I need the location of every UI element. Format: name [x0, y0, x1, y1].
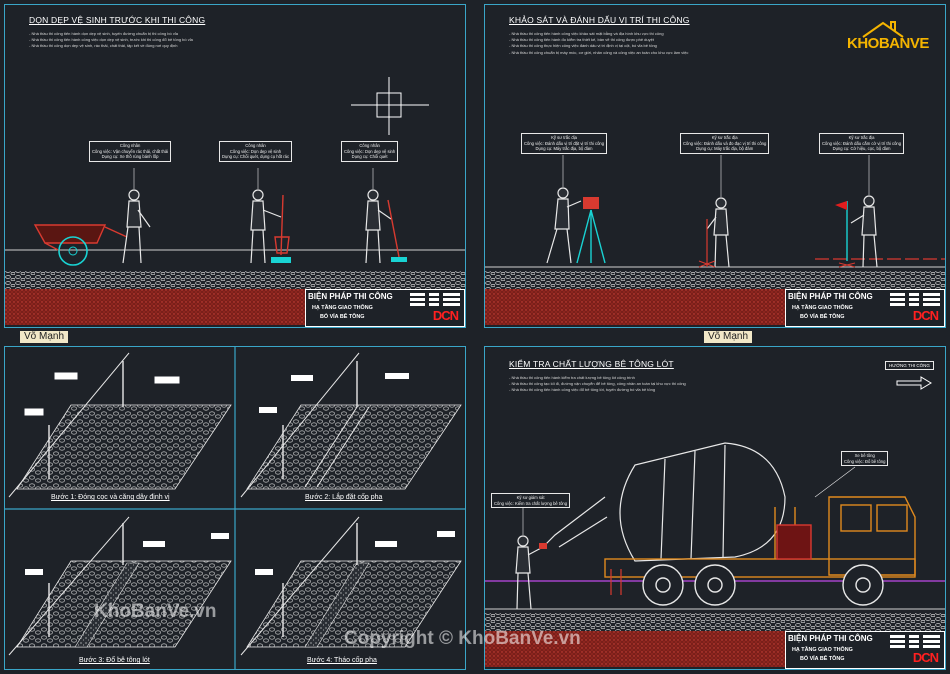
panel-title: DỌN DẸP VỆ SINH TRƯỚC KHI THI CÔNG: [29, 15, 206, 25]
road-layer: [485, 631, 785, 667]
step-2-drawing: [240, 352, 462, 498]
copyright-watermark: Copyright © KhoBanVe.vn: [344, 628, 581, 649]
cleaning-scene: [5, 77, 465, 325]
worker-callout: Công nhân Công việc: Dọn dẹp vệ sinh Dụn…: [341, 141, 399, 162]
supervisor-worker: [515, 535, 544, 610]
broom-tool-2: [387, 199, 400, 258]
broom-tool: [274, 194, 290, 256]
flag-icon: [835, 201, 847, 210]
surveyor-callout: Kỹ sư trắc địa Công việc: Đánh dấu cắm c…: [819, 133, 905, 154]
quality-scene: [485, 376, 945, 667]
gravel-layer: [5, 271, 465, 289]
step-3-label: Bước 3: Đổ bê tông lót: [79, 657, 150, 664]
step-4-drawing: [240, 516, 462, 656]
steps-scene: [5, 347, 465, 669]
road-layer: [485, 289, 785, 325]
tripod: [576, 209, 606, 264]
road-layer: [5, 289, 305, 325]
panel-quality-check: KIỂM TRA CHẤT LƯỢNG BÊ TÔNG LÓT Nhà thầu…: [484, 346, 946, 670]
brand-watermark: KHOBANVE: [847, 19, 939, 59]
surveyor-callout: Kỹ sư trắc địa Công việc: Đánh dấu và đo…: [680, 133, 770, 154]
note-item: Nhà thầu thi công thực hiện công việc đá…: [509, 43, 688, 49]
panel-title: KHẢO SÁT VÀ ĐÁNH DẤU VỊ TRÍ THI CÔNG: [509, 15, 690, 25]
survey-scene: [485, 155, 945, 325]
worker-1: [122, 189, 151, 264]
truck-callout: Xe bê tông Công việc: Đổ bê tông: [841, 451, 889, 467]
note-item: Nhà thầu thi công dọn dẹp vệ sinh, rác t…: [29, 43, 193, 49]
worker-callout: Công nhân Công việc: Vận chuyển rác thải…: [89, 141, 172, 162]
supervisor-callout: Kỹ sư giám sát Công việc: Kiểm tra chất …: [491, 493, 571, 509]
step-3-drawing: [8, 516, 232, 656]
title-block: BIỆN PHÁP THI CÔNG HẠ TẦNG GIAO THÔNG BÓ…: [785, 289, 945, 327]
author-label: Võ Mạnh: [20, 331, 69, 343]
title-block-grid: [890, 635, 940, 651]
title-block-line1: BIỆN PHÁP THI CÔNG: [788, 634, 873, 643]
note-item: Nhà thầu thi công tiến hành dọn dẹp vệ s…: [29, 31, 193, 37]
step-1-drawing: [8, 352, 232, 498]
title-block-line3: BÓ VỈA BÊ TÔNG: [800, 656, 845, 662]
direction-label: HƯỚNG THI CÔNG: [885, 361, 934, 370]
surveyor-3: [850, 195, 878, 268]
truck-cab: [828, 496, 916, 576]
wheelbarrow-wheel: [58, 236, 88, 266]
gravel-layer: [485, 271, 945, 289]
company-logo: DCN: [432, 308, 459, 323]
title-block-line2: HẠ TẦNG GIAO THÔNG: [312, 305, 373, 311]
title-block-line3: BÓ VỈA BÊ TÔNG: [320, 314, 365, 320]
notes-list: Nhà thầu thi công tiến hành công việc kh…: [509, 31, 688, 56]
title-block-line2: HẠ TẦNG GIAO THÔNG: [792, 647, 853, 653]
truck-wheels: [642, 564, 884, 606]
surveyor-callout: Kỹ sư trắc địa Công việc: Đánh dấu vị tr…: [521, 133, 608, 154]
title-block-line2: HẠ TẦNG GIAO THÔNG: [792, 305, 853, 311]
site-watermark: KhoBanVe.vn: [94, 601, 217, 622]
panel-steps: Bước 1: Đóng cọc và căng dây định vị Bướ…: [4, 346, 466, 670]
panel-title: KIỂM TRA CHẤT LƯỢNG BÊ TÔNG LÓT: [509, 359, 674, 369]
note-item: Nhà thầu thi công chuẩn bị máy móc, cơ g…: [509, 50, 688, 56]
note-item: Nhà thầu thi công tiến hành công việc dọ…: [29, 37, 192, 43]
brand-text: KHOBANVE: [847, 35, 929, 52]
survey-stake: [698, 219, 716, 268]
note-item: Nhà thầu thi công tiến hành đo kiểm tra …: [509, 37, 688, 43]
gravel-layer: [485, 613, 945, 631]
worker-3: [365, 189, 392, 264]
company-logo: DCN: [912, 650, 939, 665]
title-block-grid: [410, 293, 460, 309]
title-block-grid: [890, 293, 940, 309]
direction-arrow-icon: [896, 376, 932, 390]
step-2-label: Bước 2: Lắp đặt cốp pha: [305, 494, 383, 501]
author-label: Võ Mạnh: [704, 331, 753, 343]
title-block-line3: BÓ VỈA BÊ TÔNG: [800, 314, 845, 320]
title-block: BIỆN PHÁP THI CÔNG HẠ TẦNG GIAO THÔNG BÓ…: [785, 631, 945, 669]
note-item: Nhà thầu thi công tiến hành công việc kh…: [509, 31, 688, 37]
panel-cleaning: DỌN DẸP VỆ SINH TRƯỚC KHI THI CÔNG Nhà t…: [4, 4, 466, 328]
note-item: Nhà thầu thi công tạo lối đi, đường vận …: [509, 381, 685, 387]
worker-2: [250, 189, 282, 264]
surveyor-2: [706, 197, 730, 268]
total-station: [583, 197, 599, 209]
panel-survey: KHẢO SÁT VÀ ĐÁNH DẤU VỊ TRÍ THI CÔNG Nhà…: [484, 4, 946, 328]
step-1-label: Bước 1: Đóng cọc và căng dây định vị: [51, 494, 170, 501]
worker-callout: Công nhân Công việc: Dọn dẹp vệ sinh Dụn…: [219, 141, 293, 162]
note-item: Nhà thầu thi công tiến hành công việc đổ…: [509, 387, 686, 393]
title-block-line1: BIỆN PHÁP THI CÔNG: [788, 292, 873, 301]
notes-list: Nhà thầu thi công tiến hành kiểm tra chấ…: [509, 375, 686, 394]
notes-list: Nhà thầu thi công tiến hành dọn dẹp vệ s…: [29, 31, 193, 50]
surveyor-1: [546, 187, 582, 264]
company-logo: DCN: [912, 308, 939, 323]
wheelbarrow: [33, 224, 128, 252]
truck-chassis: [604, 507, 916, 578]
note-item: Nhà thầu thi công tiến hành kiểm tra chấ…: [509, 375, 686, 381]
mixer-drum: [542, 442, 786, 562]
crosshair-symbol: [351, 77, 429, 135]
title-block: BIỆN PHÁP THI CÔNG HẠ TẦNG GIAO THÔNG BÓ…: [305, 289, 465, 327]
title-block-line1: BIỆN PHÁP THI CÔNG: [308, 292, 393, 301]
step-4-label: Bước 4: Tháo cốp pha: [307, 657, 377, 664]
